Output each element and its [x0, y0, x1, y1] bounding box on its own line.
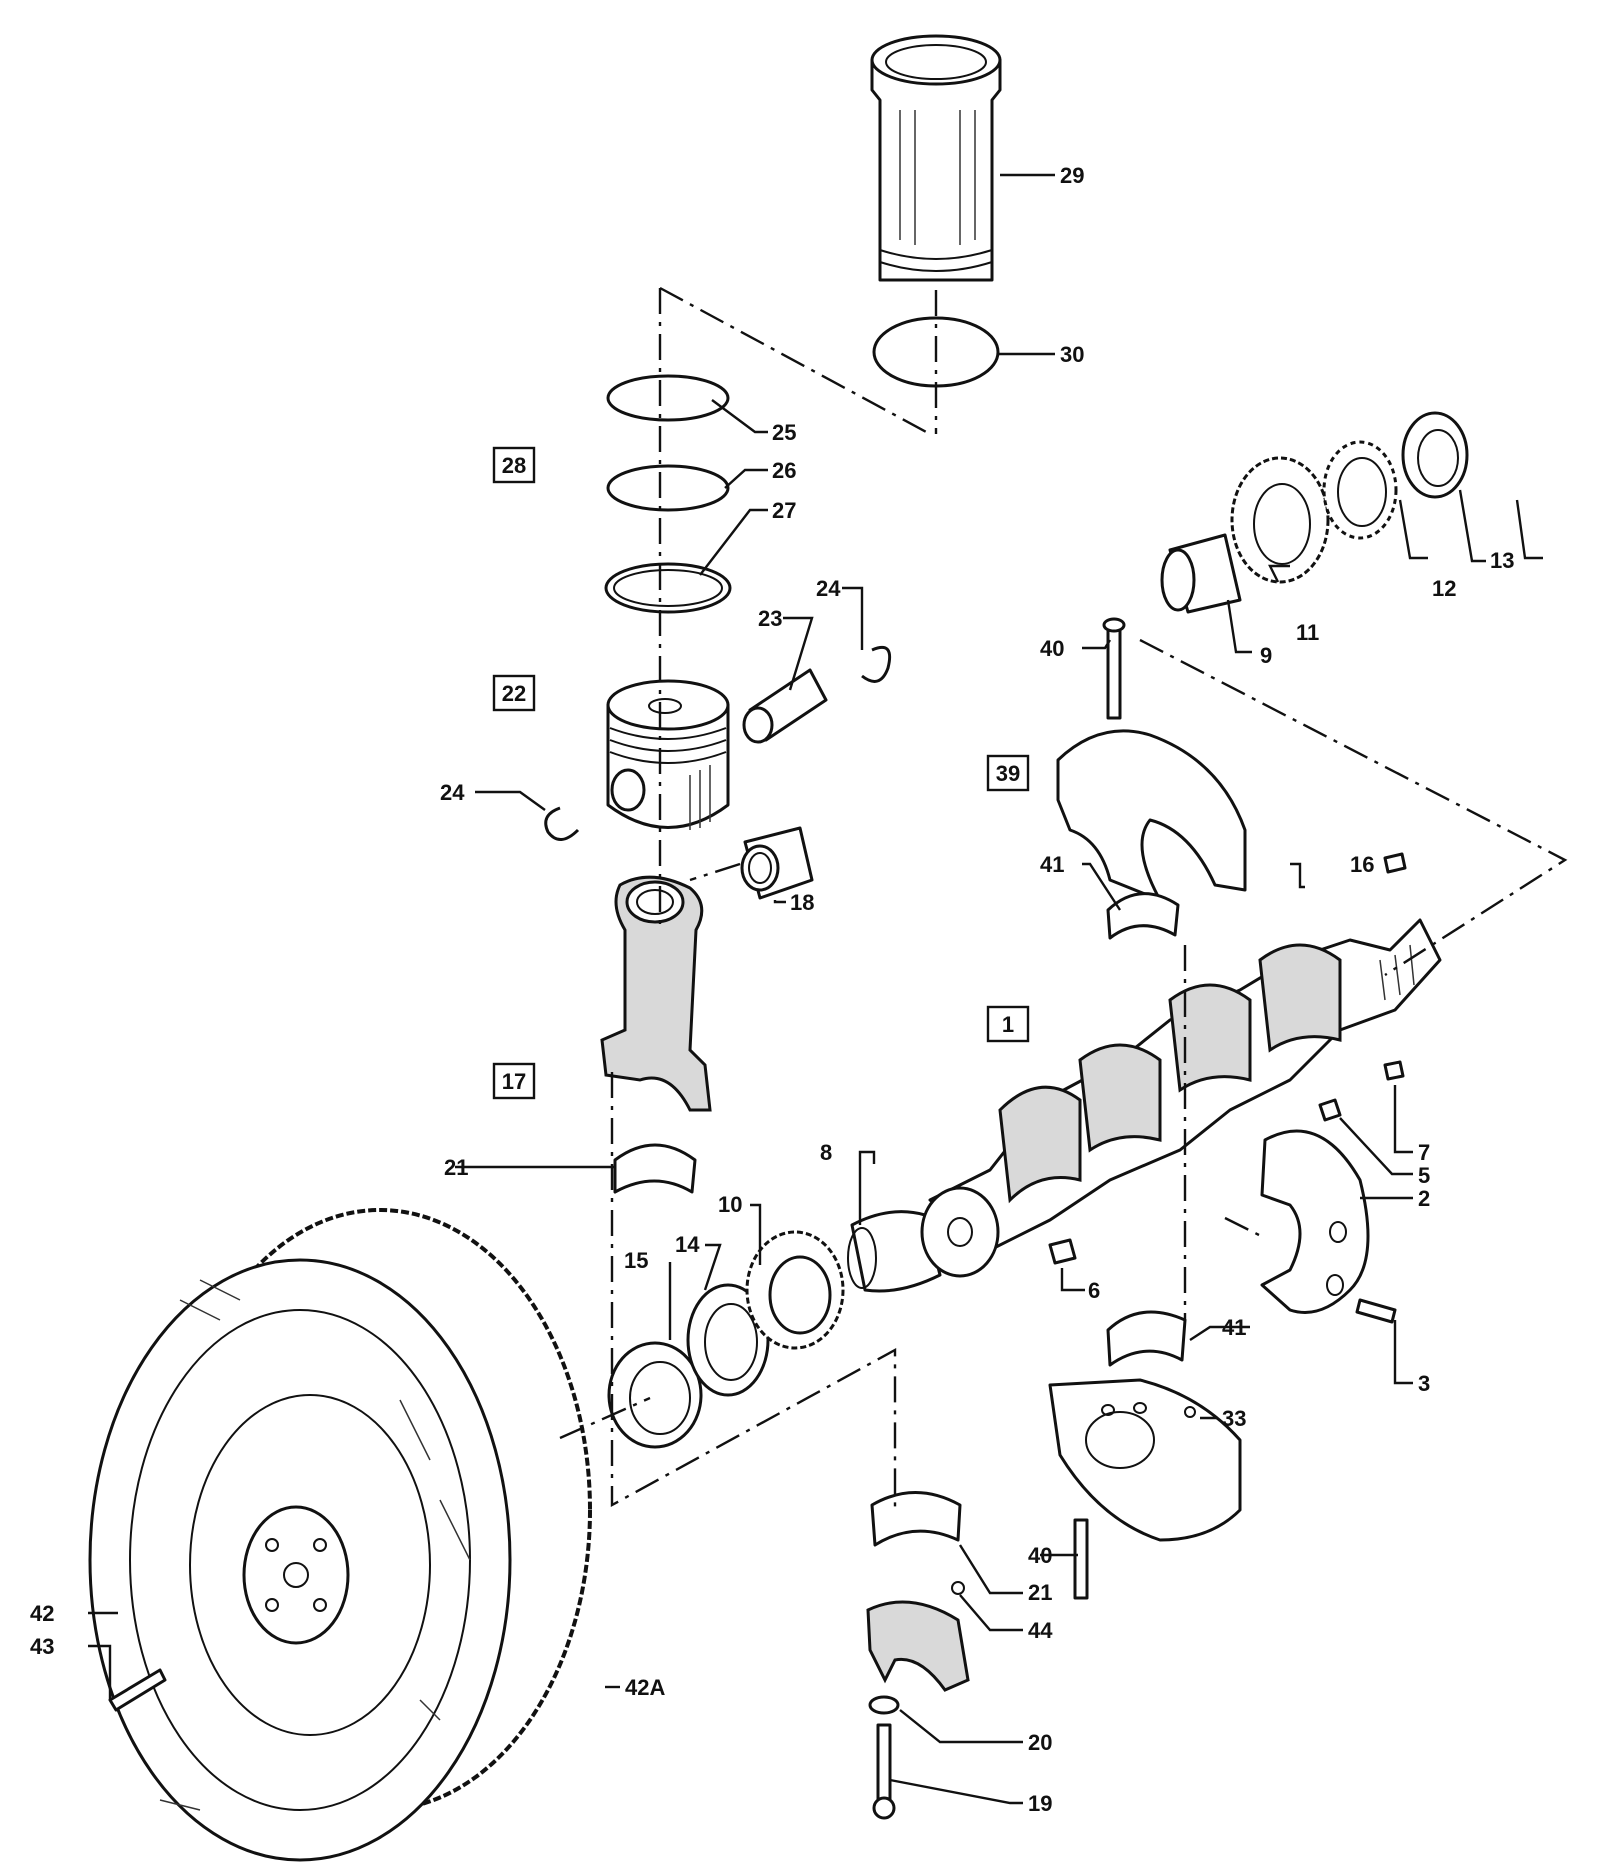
- dowel-5: [1318, 1098, 1342, 1122]
- bolt-19: [876, 1723, 892, 1802]
- front-gear: [1230, 456, 1330, 584]
- callout-14: 14: [675, 1232, 700, 1257]
- crank-nut: [1401, 411, 1469, 499]
- callout-20: 20: [1028, 1730, 1052, 1755]
- piston: [606, 679, 730, 830]
- callout-42A: 42A: [625, 1675, 665, 1700]
- callout-21-lower: 21: [1028, 1580, 1052, 1605]
- callout-42: 42: [30, 1601, 54, 1626]
- assembly-axes: [559, 286, 1568, 1510]
- callout-11: 11: [1296, 620, 1319, 645]
- callout-12: 12: [1432, 576, 1456, 601]
- connecting-rod: [600, 875, 712, 1112]
- boxed-label-17: 17: [502, 1069, 526, 1094]
- counterweight-bolt: [1355, 1298, 1397, 1324]
- dowel-33: [1184, 1406, 1196, 1418]
- callout-9: 9: [1260, 643, 1272, 668]
- callout-40-lower: 40: [1028, 1543, 1052, 1568]
- callout-29: 29: [1060, 163, 1084, 188]
- callout-44: 44: [1028, 1618, 1053, 1643]
- callout-41-lower: 41: [1222, 1315, 1246, 1340]
- callout-43: 43: [30, 1634, 54, 1659]
- callout-2: 2: [1418, 1186, 1430, 1211]
- callout-24-right: 24: [816, 576, 841, 601]
- callout-10: 10: [718, 1192, 742, 1217]
- main-bearing-front: [847, 1210, 942, 1293]
- key-16: [1383, 852, 1407, 874]
- main-bearing-cap-lower: [1048, 1378, 1242, 1542]
- cylinder-liner: [870, 34, 1002, 282]
- bearing-shell-41-lower: [1106, 1310, 1187, 1367]
- rod-bearing-upper: [613, 1143, 697, 1194]
- callout-labels: 29 30 25 26 27 23 24 24 18 21 8 10 14 15…: [30, 163, 1514, 1816]
- piston-pin: [742, 668, 828, 744]
- seal-retainer: [607, 1341, 703, 1449]
- dowel-44: [951, 1581, 965, 1595]
- callout-8: 8: [820, 1140, 832, 1165]
- callout-19: 19: [1028, 1791, 1052, 1816]
- boxed-label-1: 1: [1002, 1012, 1014, 1037]
- boxed-label-22: 22: [502, 681, 526, 706]
- key-6: [1048, 1238, 1077, 1265]
- snap-ring-left: [544, 806, 580, 841]
- piston-rings: [604, 374, 732, 614]
- callout-23: 23: [758, 606, 782, 631]
- bolt-40-lower: [1073, 1518, 1089, 1600]
- callout-6: 6: [1088, 1278, 1100, 1303]
- crankshaft-gear: [745, 1230, 845, 1350]
- small-end-bushing: [740, 826, 814, 900]
- thrust-washer: [686, 1283, 770, 1397]
- front-bushing: [1160, 533, 1242, 614]
- snap-ring-right: [861, 645, 892, 683]
- callout-16: 16: [1350, 852, 1374, 877]
- callout-25: 25: [772, 420, 796, 445]
- callout-15: 15: [624, 1248, 648, 1273]
- bolt-40-upper: [1106, 623, 1122, 720]
- boxed-label-28: 28: [502, 453, 526, 478]
- bolt-43: [108, 1668, 167, 1712]
- callout-27: 27: [772, 498, 796, 523]
- boxed-label-39: 39: [996, 761, 1020, 786]
- callout-3: 3: [1418, 1371, 1430, 1396]
- leader-lines: [88, 173, 1543, 1805]
- callout-13: 13: [1490, 548, 1514, 573]
- key-7: [1383, 1060, 1405, 1081]
- washer-20: [868, 1695, 900, 1715]
- callout-5: 5: [1418, 1163, 1430, 1188]
- callout-26: 26: [772, 458, 796, 483]
- callout-33: 33: [1222, 1406, 1246, 1431]
- rod-bearing-lower: [870, 1491, 962, 1547]
- lock-washer: [1322, 440, 1398, 540]
- callout-21-upper: 21: [444, 1155, 468, 1180]
- flywheel: [88, 1208, 592, 1862]
- callout-40-upper: 40: [1040, 636, 1064, 661]
- bearing-shell-41-upper: [1106, 892, 1180, 940]
- main-bearing-cap-upper: [1056, 729, 1247, 902]
- counterweight: [1260, 1129, 1370, 1314]
- callout-41-upper: 41: [1040, 852, 1064, 877]
- callout-30: 30: [1060, 342, 1084, 367]
- callout-7: 7: [1418, 1140, 1430, 1165]
- boxed-labels: 28 22 17 39 1: [492, 446, 1030, 1100]
- callout-18: 18: [790, 890, 814, 915]
- callout-24-left: 24: [440, 780, 465, 805]
- rod-cap: [866, 1600, 970, 1692]
